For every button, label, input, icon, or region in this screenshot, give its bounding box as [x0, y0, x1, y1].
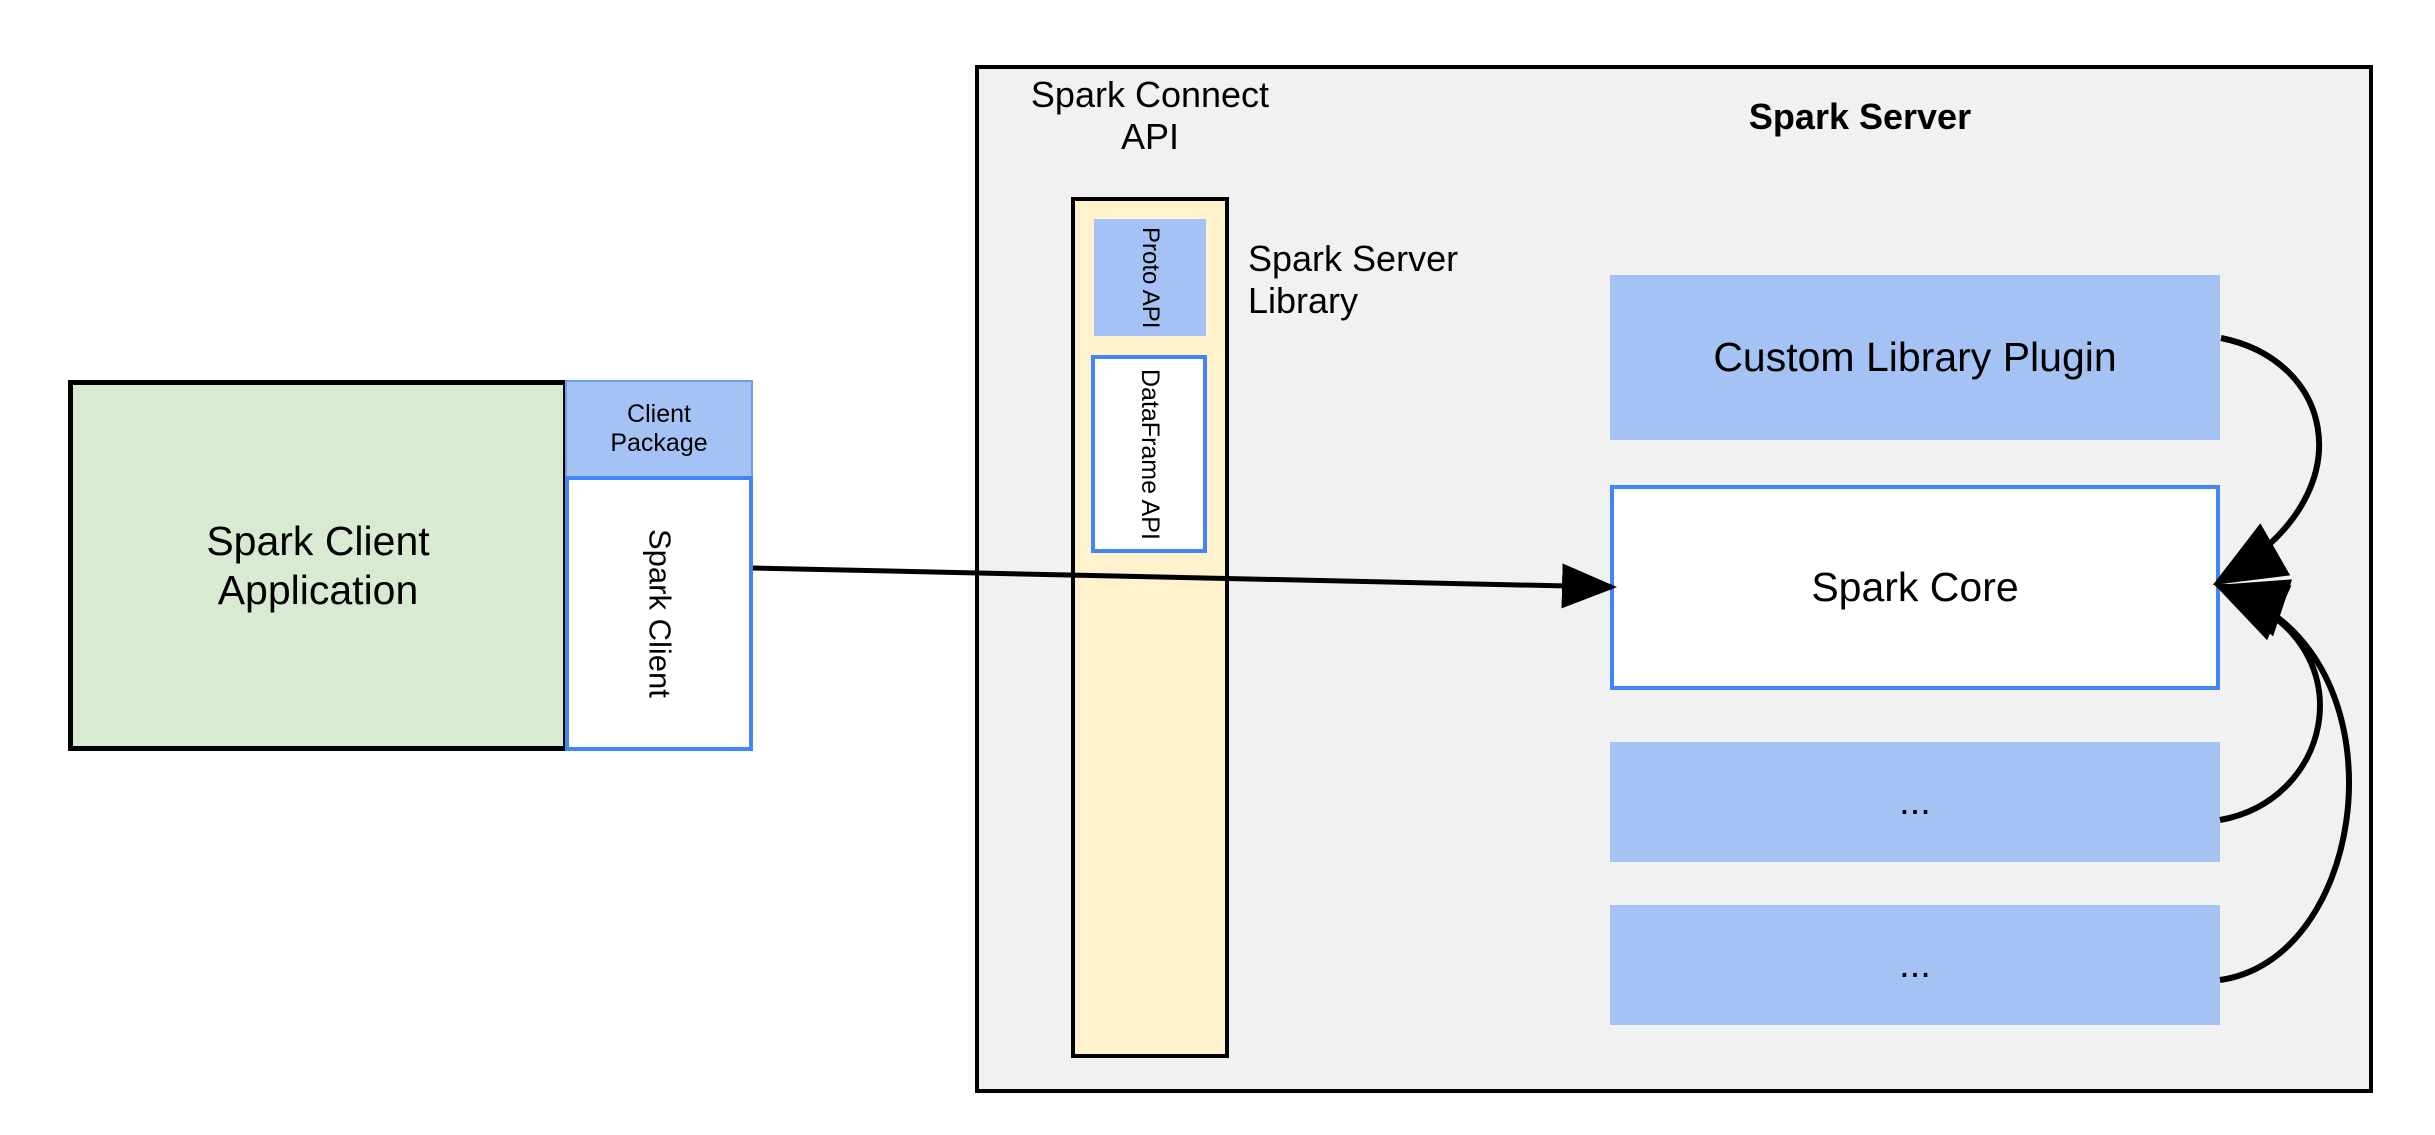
spark-client-block[interactable]: Spark Client [565, 476, 753, 751]
ellipsis-block-2-label: ... [1899, 943, 1931, 986]
dataframe-api-label: DataFrame API [1135, 368, 1164, 540]
ellipsis-block-2[interactable]: ... [1610, 905, 2220, 1025]
spark-server-library-label: Spark Server Library [1248, 238, 1459, 322]
custom-library-plugin-label: Custom Library Plugin [1713, 334, 2117, 381]
spark-client-application-block[interactable]: Spark Client Application [68, 380, 568, 751]
spark-client-label: Spark Client [642, 529, 678, 698]
dataframe-api-block[interactable]: DataFrame API [1091, 355, 1207, 553]
spark-connect-api-container [1071, 197, 1229, 1058]
spark-core-label: Spark Core [1811, 564, 2019, 611]
spark-server-title: Spark Server [1748, 95, 1972, 137]
spark-client-application-label: Spark Client Application [206, 518, 430, 613]
spark-connect-api-label: Spark Connect API [1030, 74, 1270, 158]
client-package-block[interactable]: Client Package [565, 380, 753, 478]
ellipsis-block-1-label: ... [1899, 780, 1931, 823]
ellipsis-block-1[interactable]: ... [1610, 742, 2220, 862]
proto-api-label: Proto API [1137, 226, 1165, 329]
client-package-label: Client Package [610, 399, 708, 458]
custom-library-plugin-block[interactable]: Custom Library Plugin [1610, 275, 2220, 440]
spark-core-block[interactable]: Spark Core [1610, 485, 2220, 690]
proto-api-block[interactable]: Proto API [1094, 219, 1206, 336]
